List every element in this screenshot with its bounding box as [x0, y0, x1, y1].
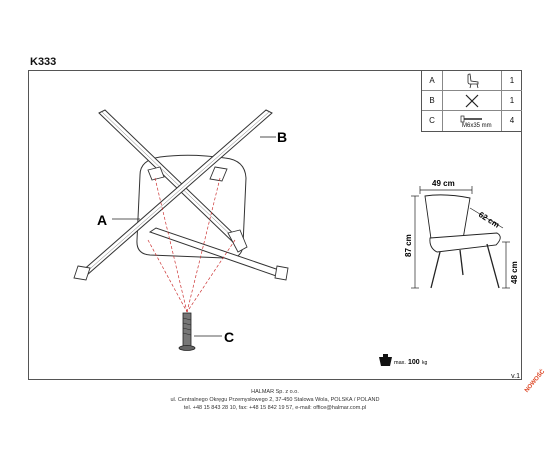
footer-address: ul. Centralnego Okręgu Przemysłowego 2, … [170, 397, 380, 403]
leg-rear [148, 227, 289, 281]
part-qty: 1 [501, 71, 522, 90]
leg-front-left [98, 109, 248, 253]
model-number: K333 [30, 56, 57, 68]
parts-table: A 1 B 1 C M6x35 mm 4 [421, 71, 522, 132]
parts-row-b: B 1 [422, 91, 522, 111]
screw-part-icon [460, 115, 482, 123]
version-label: v.1 [511, 373, 520, 380]
callout-b: B [277, 129, 287, 145]
max-load-label: max. [394, 360, 406, 366]
dimension-depth: 62 cm [477, 210, 501, 230]
part-letter: B [422, 91, 443, 110]
footer-contact: tel. +48 15 843 28 10, fax: +48 15 842 1… [183, 405, 367, 411]
screw-c [178, 312, 196, 351]
dimension-width: 49 cm [432, 179, 455, 188]
assembly-frame [28, 70, 522, 380]
part-letter: C [422, 111, 443, 131]
screw-size: M6x35 mm [462, 123, 492, 129]
part-letter: A [422, 71, 443, 90]
leg-front-right [73, 109, 273, 281]
legs-part-icon [465, 94, 479, 108]
seat-part-icon [467, 73, 479, 89]
chair-dimension-drawing [411, 186, 510, 289]
max-load-value: 100 [408, 359, 420, 366]
max-load-unit: kg [422, 360, 428, 366]
screw-guide-lines [147, 177, 236, 313]
seat-outline [136, 154, 247, 259]
part-qty: 4 [501, 111, 522, 131]
parts-row-a: A 1 [422, 71, 522, 91]
dimension-seat-height: 48 cm [510, 261, 519, 284]
footer-company: HALMAR Sp. z o.o. [251, 389, 299, 395]
callout-c: C [224, 329, 234, 345]
weight-icon [379, 354, 392, 366]
dimension-height: 87 cm [404, 234, 413, 257]
callout-a: A [97, 212, 107, 228]
part-qty: 1 [501, 91, 522, 110]
parts-row-c: C M6x35 mm 4 [422, 111, 522, 131]
